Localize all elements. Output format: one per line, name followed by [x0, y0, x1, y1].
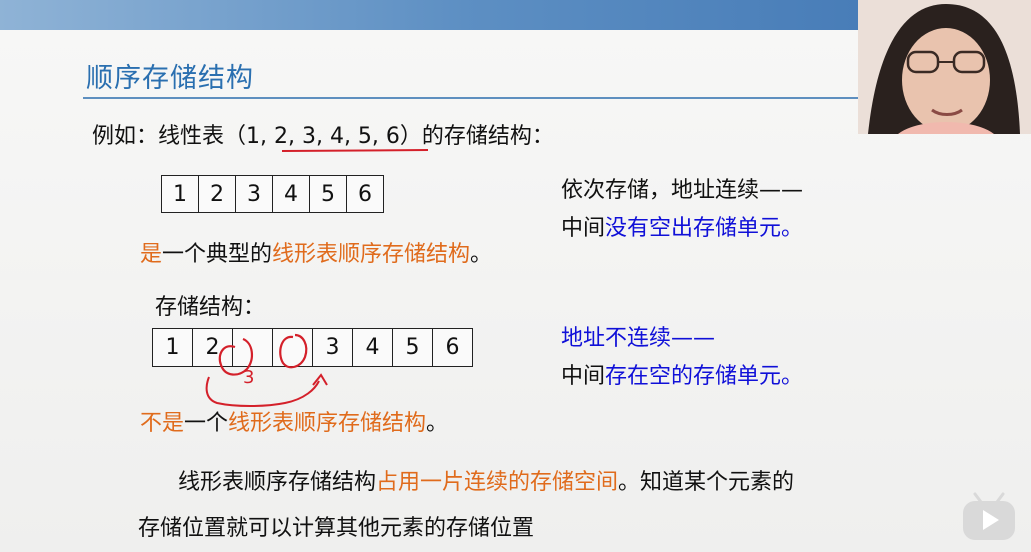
handwritten-3: 3 — [243, 367, 254, 388]
typical-mid: 一个典型的 — [162, 242, 273, 267]
typical-prefix: 是 — [140, 242, 163, 267]
right-note-2-prefix: 中间 — [561, 364, 606, 389]
not-mid: 一个 — [184, 411, 229, 436]
gapped-cells: 1 2 3 4 5 6 — [152, 328, 473, 367]
cell: 5 — [309, 175, 346, 213]
play-button[interactable] — [961, 492, 1017, 542]
summary-line-2: 存储位置就可以计算其他元素的存储位置 — [138, 516, 535, 541]
title-divider — [83, 97, 873, 99]
cell: 6 — [346, 175, 384, 213]
example-text: 例如：线性表（1, 2, 3, 4, 5, 6）的存储结构： — [92, 124, 554, 149]
webcam-overlay — [858, 0, 1031, 134]
not-prefix: 不是 — [140, 411, 185, 436]
cell: 4 — [272, 175, 309, 213]
summary-line1-b: 。知道某个元素的 — [618, 470, 795, 495]
cell: 2 — [192, 328, 232, 367]
sequential-cells: 1 2 3 4 5 6 — [161, 175, 384, 213]
cell: 3 — [235, 175, 272, 213]
play-icon — [963, 492, 1015, 540]
right-note-1-line1: 依次存储，地址连续—— — [561, 178, 804, 203]
presenter-image — [858, 0, 1031, 134]
slide-title: 顺序存储结构 — [86, 63, 254, 94]
not-statement: 不是一个线形表顺序存储结构。 — [140, 405, 448, 437]
cell: 3 — [312, 328, 352, 367]
right-note-2-line2: 中间存在空的存储单元。 — [561, 358, 803, 390]
summary-line-1: 线形表顺序存储结构占用一片连续的存储空间。知道某个元素的 — [178, 464, 794, 496]
cell: 1 — [161, 175, 198, 213]
right-note-1-line2: 中间没有空出存储单元。 — [561, 210, 803, 242]
right-note-1-highlight: 没有空出存储单元。 — [605, 216, 804, 241]
cell: 6 — [432, 328, 473, 367]
right-note-2-highlight: 存在空的存储单元。 — [605, 364, 804, 389]
typical-highlight: 线形表顺序存储结构 — [272, 242, 471, 267]
cell — [232, 328, 272, 367]
summary-line1-a: 线形表顺序存储结构 — [178, 470, 377, 495]
storage-label: 存储结构： — [155, 295, 266, 320]
right-note-1-prefix: 中间 — [561, 216, 606, 241]
cell: 1 — [152, 328, 192, 367]
cell: 2 — [198, 175, 235, 213]
handwritten-annotation: 3 — [205, 333, 328, 407]
right-note-2-line1: 地址不连续—— — [561, 320, 715, 352]
underline-annotation — [281, 149, 429, 152]
cell: 5 — [392, 328, 432, 367]
typical-end: 。 — [470, 242, 493, 267]
not-end: 。 — [426, 411, 449, 436]
right-note-2-title: 地址不连续—— — [561, 326, 716, 351]
not-highlight: 线形表顺序存储结构 — [228, 411, 427, 436]
typical-statement: 是一个典型的线形表顺序存储结构。 — [140, 236, 492, 268]
cell: 4 — [352, 328, 392, 367]
summary-highlight: 占用一片连续的存储空间 — [376, 470, 619, 495]
